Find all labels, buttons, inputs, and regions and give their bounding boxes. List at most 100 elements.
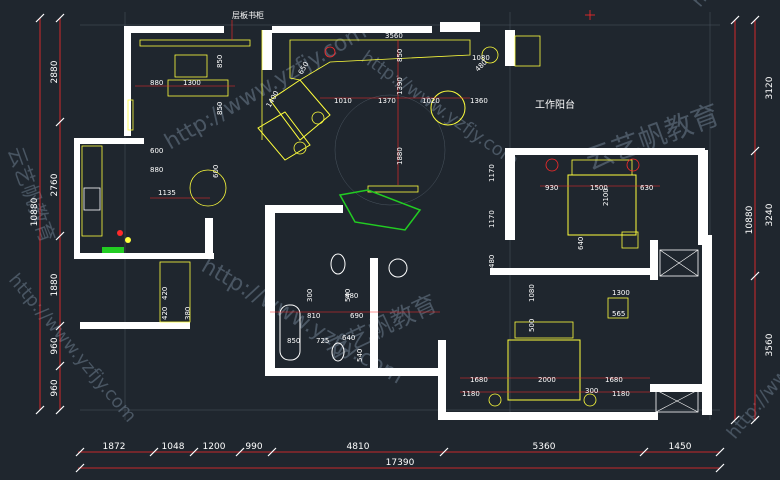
bed2-dim-i: 1180 [612, 390, 630, 398]
living-arc [334, 94, 446, 206]
bed1-dim-a: 930 [545, 184, 558, 192]
bedroom-2: 1080 500 1300 565 1680 2000 1680 1180 11… [460, 249, 699, 413]
bottom-dim-seg-4: 990 [245, 442, 262, 452]
left-dim-seg-2: 2760 [50, 173, 60, 196]
living-dim-a: 1010 [334, 97, 352, 105]
right-total-dim: 10880 [745, 205, 755, 234]
bed2-dim-a: 1080 [528, 284, 536, 302]
left-dim-seg-5: 960 [50, 379, 60, 396]
wardrobe [659, 249, 699, 277]
green-rack [338, 189, 422, 231]
living-dim-b: 1370 [378, 97, 396, 105]
living-dim-d: 1360 [470, 97, 488, 105]
bed1-dim-f: 1170 [488, 210, 496, 228]
bed2-dim-e: 1680 [470, 376, 488, 384]
bath-dim-b: 810 [307, 312, 320, 320]
wall-left-study [124, 26, 131, 136]
walls [74, 22, 712, 420]
wall-bed2-bottom [438, 412, 658, 420]
stove-burner [117, 230, 123, 236]
wall-bed2-left [438, 340, 446, 420]
sink-icon [388, 258, 408, 278]
wall-bed1-bottom [650, 240, 658, 280]
wall-bath-bottom [265, 368, 440, 376]
bed2-dim-f: 2000 [538, 376, 556, 384]
kitchen-dim-d: 600 [212, 165, 220, 178]
wall-bath-top [268, 205, 343, 213]
lamp-icon [488, 393, 502, 407]
wall-bed1-left [505, 150, 515, 240]
living-dim-l: 1390 [396, 77, 404, 95]
right-dim-seg-2: 3240 [765, 203, 775, 226]
wall-right-lower [702, 235, 712, 415]
left-dimensions: 10880 2880 2760 1880 960 960 [30, 60, 60, 396]
bed2-dim-b: 500 [528, 319, 536, 332]
bottom-dim-seg-6: 5360 [533, 442, 556, 452]
living-dim-i: 1880 [396, 147, 404, 165]
dimension-ticks [35, 13, 760, 473]
study-dim-b: 1300 [183, 79, 201, 87]
wall-kitchen-right [205, 218, 213, 258]
bed1-dim-e: 1170 [488, 164, 496, 182]
bed1-dim-d: 2100 [602, 188, 610, 206]
bed2-dim-c: 1300 [612, 289, 630, 297]
lamp-icon [626, 158, 640, 172]
living-dim-e: 1080 [472, 54, 490, 62]
bottom-dimensions: 1872 1048 1200 990 4810 5360 1450 17390 [103, 442, 692, 468]
bed2-dim-h: 1180 [462, 390, 480, 398]
wall-bed1-right [698, 150, 708, 245]
wall-top-right [505, 30, 515, 66]
study-room: 层板书柜 880 1300 850 850 [127, 10, 264, 140]
bottom-dim-seg-2: 1048 [162, 442, 185, 452]
balcony-label: 工作阳台 [535, 98, 575, 111]
kitchen-appliance [102, 247, 124, 253]
bed2-dim-k: 480 [488, 255, 496, 268]
living-cabinet [289, 39, 471, 81]
study-dim-a: 880 [150, 79, 163, 87]
bottom-dim-seg-3: 1200 [203, 442, 226, 452]
bed-1-headboard [571, 159, 633, 176]
lounge-chair [269, 79, 331, 141]
wall-entry [80, 322, 190, 329]
right-dim-seg-3: 3560 [765, 333, 775, 356]
dimension-lines [39, 10, 756, 469]
study-desk [167, 79, 229, 97]
kitchen-sink [83, 187, 101, 211]
wall-kitchen-top [74, 138, 144, 144]
study-chair [174, 54, 208, 78]
bath-dim-a: 880 [345, 292, 358, 300]
bed1-dim-b: 1500 [590, 184, 608, 192]
bed-2-headboard [514, 321, 574, 339]
bath-dim-d: 850 [287, 337, 300, 345]
bath-dim-e: 725 [316, 337, 329, 345]
wall-study-living [262, 30, 272, 70]
stove-burner [125, 237, 131, 243]
right-dim-seg-1: 3120 [765, 76, 775, 99]
kitchen: 1135 600 880 600 [81, 145, 227, 253]
kitchen-dim-b: 600 [150, 147, 163, 155]
bathrooms: 880 810 690 850 725 640 300 540 540 420 … [159, 253, 440, 362]
wall-bed2-top [490, 268, 650, 275]
bed2-dim-j: 300 [585, 387, 598, 395]
corridor-rack [338, 189, 422, 231]
bath-dim-j: 420 [161, 287, 169, 300]
right-dimensions: 10880 3120 3240 3560 [745, 76, 775, 356]
study-dim-c: 850 [216, 55, 224, 68]
bathtub [279, 304, 301, 361]
left-total-dim: 10880 [30, 197, 40, 226]
wall-kitchen-bottom [74, 253, 214, 259]
bottom-dim-seg-7: 1450 [669, 442, 692, 452]
wall-top-window [440, 22, 480, 32]
bed-2 [507, 339, 581, 401]
wall-top-study [124, 26, 224, 33]
kitchen-dim-c: 880 [150, 166, 163, 174]
wardrobe-2 [655, 389, 699, 413]
toilet-icon [330, 253, 346, 275]
toilet-icon [331, 342, 345, 362]
bath-dim-k: 420 [161, 307, 169, 320]
desk-chair [607, 297, 629, 319]
bed1-dim-g: 640 [577, 237, 585, 250]
bedroom-1: 930 1500 630 2100 1170 1170 640 [488, 158, 660, 250]
bath-dim-l: 380 [184, 307, 192, 320]
